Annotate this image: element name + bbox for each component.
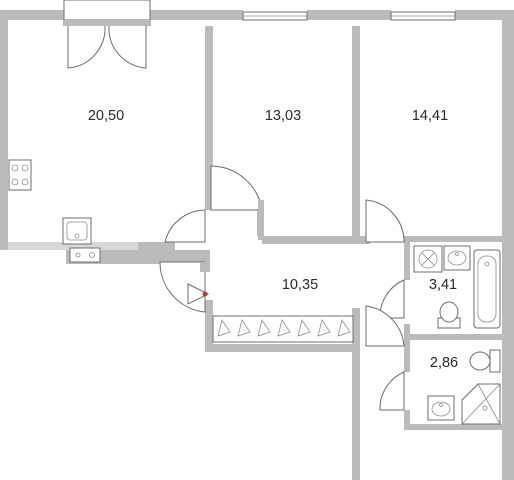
entry-door-icon [159, 261, 210, 313]
balcony-door-icon [64, 20, 150, 69]
stove-icon [8, 159, 32, 191]
bathtub-icon [473, 249, 501, 329]
hanger-icon [217, 319, 351, 337]
room-area-bathroom: 3,41 [429, 277, 457, 293]
wardrobe [212, 315, 354, 343]
room-area-toilet-shower: 2,86 [430, 355, 458, 371]
hall-door-icon [365, 305, 405, 347]
sink-icon [62, 217, 92, 245]
sink-icon [427, 395, 455, 421]
living-door-icon [164, 209, 206, 243]
toilet-icon [437, 301, 461, 329]
shower-icon [461, 383, 501, 425]
sink-icon [443, 245, 471, 271]
kitchen-counter-icon [69, 247, 101, 263]
windows [63, 0, 456, 26]
bedroom-2-door-icon [365, 199, 405, 243]
bedroom-1-door-icon [210, 165, 264, 240]
room-area-hallway: 10,35 [282, 277, 318, 293]
room-area-living-kitchen: 20,50 [88, 108, 124, 124]
walls [0, 10, 514, 480]
toilet-icon [469, 349, 501, 373]
toilet-door-icon [379, 371, 405, 411]
entrance-triangle-icon [187, 283, 210, 305]
washing-machine-icon [413, 245, 443, 273]
room-area-bedroom-2: 14,41 [412, 108, 448, 124]
room-area-bedroom-1: 13,03 [265, 108, 301, 124]
